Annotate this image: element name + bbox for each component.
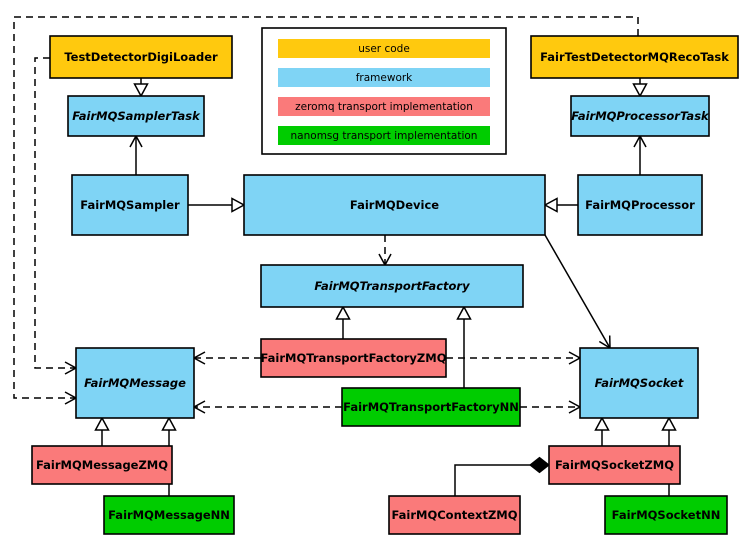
class-node-box[interactable]: [341, 387, 521, 427]
edges-layer: [13, 16, 677, 496]
legend-item-zeromq: zeromq transport implementation: [278, 97, 490, 116]
class-node-FairMQSocketNN[interactable]: FairMQSocketNN: [604, 495, 728, 535]
class-node-TestDetectorDigiLoader[interactable]: TestDetectorDigiLoader: [49, 35, 233, 79]
class-node-box[interactable]: [260, 338, 447, 378]
legend-swatch-nanomsg: [278, 126, 490, 145]
class-node-FairMQSocketZMQ[interactable]: FairMQSocketZMQ: [548, 445, 681, 485]
class-node-FairMQContextZMQ[interactable]: FairMQContextZMQ: [388, 495, 521, 535]
edge-dependency: [192, 400, 342, 414]
generalization-arrowhead-icon: [543, 197, 558, 213]
edge-dependency: [446, 351, 582, 365]
edge-generalization: [594, 416, 610, 446]
generalization-arrowhead-icon: [94, 416, 110, 431]
class-node-box[interactable]: [243, 174, 546, 236]
edge-line: [34, 57, 75, 369]
generalization-arrowhead-icon: [594, 416, 610, 431]
legend-item-user_code: user code: [278, 39, 490, 58]
legend-item-nanomsg: nanomsg transport implementation: [278, 126, 490, 145]
class-node-box[interactable]: [71, 174, 189, 236]
class-node-FairMQSocket[interactable]: FairMQSocket: [579, 347, 699, 419]
edge-dependency: [192, 351, 261, 365]
class-node-box[interactable]: [604, 495, 728, 535]
class-node-FairMQProcessorTask[interactable]: FairMQProcessorTask: [570, 95, 710, 137]
generalization-arrowhead-icon: [133, 83, 149, 98]
class-node-box[interactable]: [577, 174, 703, 236]
class-node-FairMQDevice[interactable]: FairMQDevice: [243, 174, 546, 236]
edge-generalization: [335, 305, 351, 339]
legend-swatch-zeromq: [278, 97, 490, 116]
class-node-box[interactable]: [570, 95, 710, 137]
edge-association: [633, 134, 647, 175]
generalization-arrowhead-icon: [161, 416, 177, 431]
class-node-box[interactable]: [530, 35, 739, 79]
class-node-box[interactable]: [579, 347, 699, 419]
edge-dependency: [378, 235, 392, 267]
edge-association: [129, 134, 143, 175]
class-node-FairMQMessage[interactable]: FairMQMessage: [75, 347, 195, 419]
edge-association: [544, 234, 611, 350]
class-node-FairMQTransportFactory[interactable]: FairMQTransportFactory: [260, 264, 524, 308]
color-legend: user code framework zeromq transport imple…: [261, 27, 507, 155]
edge-composition: [454, 456, 550, 496]
class-node-box[interactable]: [75, 347, 195, 419]
edge-generalization: [456, 305, 472, 388]
generalization-arrowhead-icon: [456, 305, 472, 320]
edge-line: [544, 234, 611, 348]
edge-line: [454, 464, 549, 496]
class-node-FairMQSamplerTask[interactable]: FairMQSamplerTask: [67, 95, 205, 137]
legend-swatch-framework: [278, 68, 490, 87]
legend-swatch-user_code: [278, 39, 490, 58]
edge-dependency: [520, 400, 582, 414]
class-node-box[interactable]: [260, 264, 524, 308]
class-node-FairMQProcessor[interactable]: FairMQProcessor: [577, 174, 703, 236]
generalization-arrowhead-icon: [661, 416, 677, 431]
edge-generalization: [94, 416, 110, 446]
edge-generalization: [188, 197, 246, 213]
edge-generalization: [632, 78, 648, 98]
class-node-FairMQSampler[interactable]: FairMQSampler: [71, 174, 189, 236]
generalization-arrowhead-icon: [632, 83, 648, 98]
class-node-FairMQTransportFactoryZMQ[interactable]: FairMQTransportFactoryZMQ: [260, 338, 447, 378]
class-node-FairTestDetectorMQRecoTask[interactable]: FairTestDetectorMQRecoTask: [530, 35, 739, 79]
generalization-arrowhead-icon: [335, 305, 351, 320]
class-node-FairMQMessageZMQ[interactable]: FairMQMessageZMQ: [31, 445, 173, 485]
edge-generalization: [543, 197, 578, 213]
edge-generalization: [133, 78, 149, 98]
class-node-box[interactable]: [31, 445, 173, 485]
class-node-box[interactable]: [388, 495, 521, 535]
generalization-arrowhead-icon: [231, 197, 246, 213]
legend-item-framework: framework: [278, 68, 490, 87]
class-node-box[interactable]: [67, 95, 205, 137]
edge-line: [13, 16, 639, 399]
class-node-box[interactable]: [103, 495, 235, 535]
class-node-box[interactable]: [49, 35, 233, 79]
composition-diamond-icon: [529, 456, 550, 474]
class-node-box[interactable]: [548, 445, 681, 485]
class-node-FairMQMessageNN[interactable]: FairMQMessageNN: [103, 495, 235, 535]
class-node-FairMQTransportFactoryNN[interactable]: FairMQTransportFactoryNN: [341, 387, 521, 427]
